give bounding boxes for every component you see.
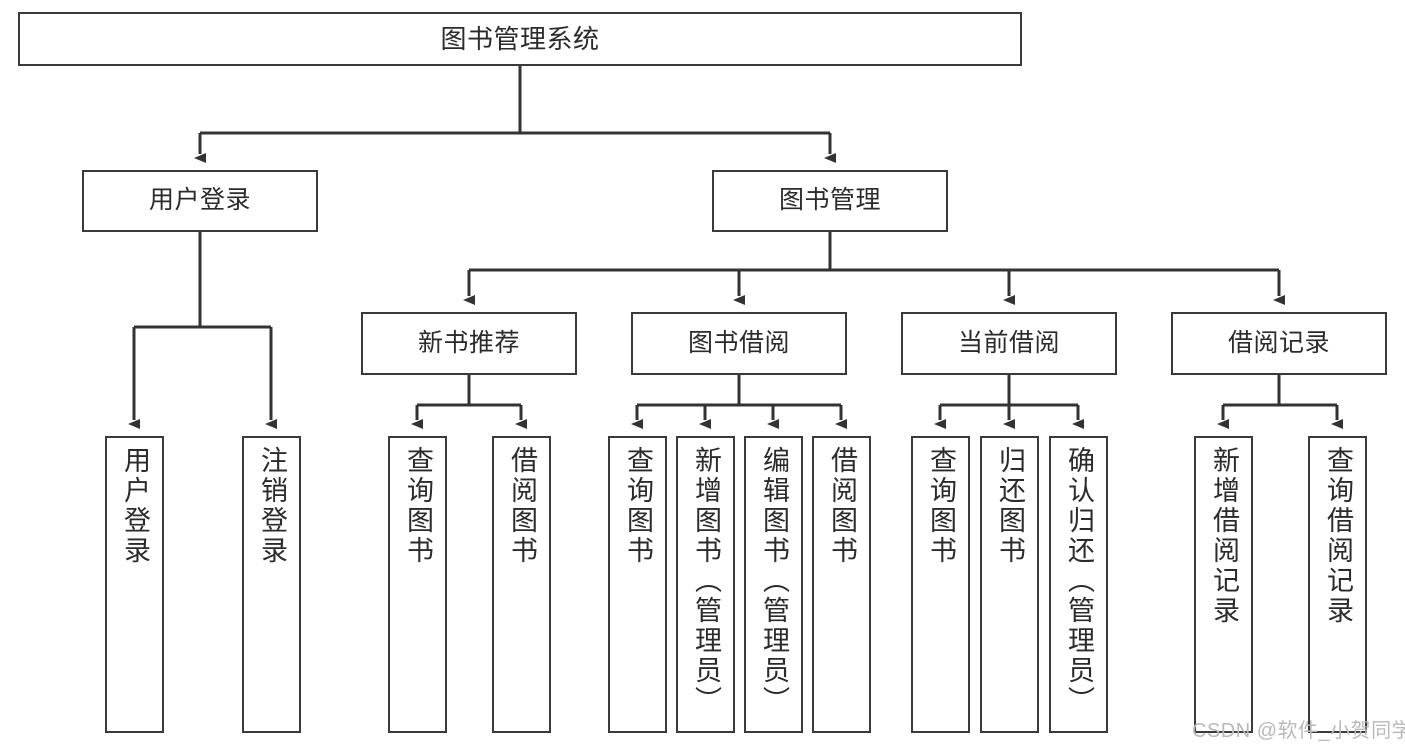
node-book-management-label: 图书管理 [778,186,881,215]
node-current-borrow[interactable]: 当前借阅 [901,312,1117,375]
leaf-query-book-2-label: 查询图书 [623,446,653,566]
leaf-add-record-label: 新增借阅记录 [1209,446,1239,626]
leaf-return-book-label: 归还图书 [995,446,1025,566]
node-current-borrow-label: 当前借阅 [957,328,1060,357]
leaf-edit-book-label: 编辑图书（管理员） [759,446,789,716]
node-user-login[interactable]: 用户登录 [82,170,318,232]
leaf-borrow-book-1[interactable]: 借阅图书 [492,436,551,733]
node-new-book-recommend[interactable]: 新书推荐 [361,312,577,375]
leaf-query-book-1[interactable]: 查询图书 [388,436,447,733]
node-borrow-record[interactable]: 借阅记录 [1171,312,1387,375]
leaf-logout-label: 注销登录 [257,446,287,566]
node-root-label: 图书管理系统 [440,23,600,54]
node-book-borrow[interactable]: 图书借阅 [631,312,847,375]
node-borrow-record-label: 借阅记录 [1227,328,1330,357]
node-book-borrow-label: 图书借阅 [687,328,790,357]
leaf-query-record[interactable]: 查询借阅记录 [1308,436,1367,733]
leaf-logout[interactable]: 注销登录 [242,436,301,733]
node-book-management[interactable]: 图书管理 [712,170,948,232]
node-user-login-label: 用户登录 [148,186,251,215]
leaf-query-book-1-label: 查询图书 [403,446,433,566]
leaf-edit-book[interactable]: 编辑图书（管理员） [744,436,803,733]
csdn-watermark: CSDN @软件_小贺同学 [1192,720,1405,742]
leaf-query-book-3[interactable]: 查询图书 [911,436,970,733]
leaf-confirm-return-label: 确认归还（管理员） [1064,446,1094,716]
leaf-query-book-3-label: 查询图书 [926,446,956,566]
leaf-borrow-book-2[interactable]: 借阅图书 [812,436,871,733]
leaf-query-record-label: 查询借阅记录 [1323,446,1353,626]
leaf-confirm-return[interactable]: 确认归还（管理员） [1049,436,1108,733]
leaf-borrow-book-1-label: 借阅图书 [507,446,537,566]
leaf-borrow-book-2-label: 借阅图书 [827,446,857,566]
node-root-book-management-system[interactable]: 图书管理系统 [18,12,1022,66]
leaf-user-login-label: 用户登录 [120,446,150,566]
leaf-query-book-2[interactable]: 查询图书 [608,436,667,733]
leaf-add-record[interactable]: 新增借阅记录 [1194,436,1253,733]
leaf-user-login[interactable]: 用户登录 [105,436,164,733]
leaf-add-book-label: 新增图书（管理员） [691,446,721,716]
leaf-add-book[interactable]: 新增图书（管理员） [676,436,735,733]
leaf-return-book[interactable]: 归还图书 [980,436,1039,733]
node-new-book-recommend-label: 新书推荐 [417,328,520,357]
